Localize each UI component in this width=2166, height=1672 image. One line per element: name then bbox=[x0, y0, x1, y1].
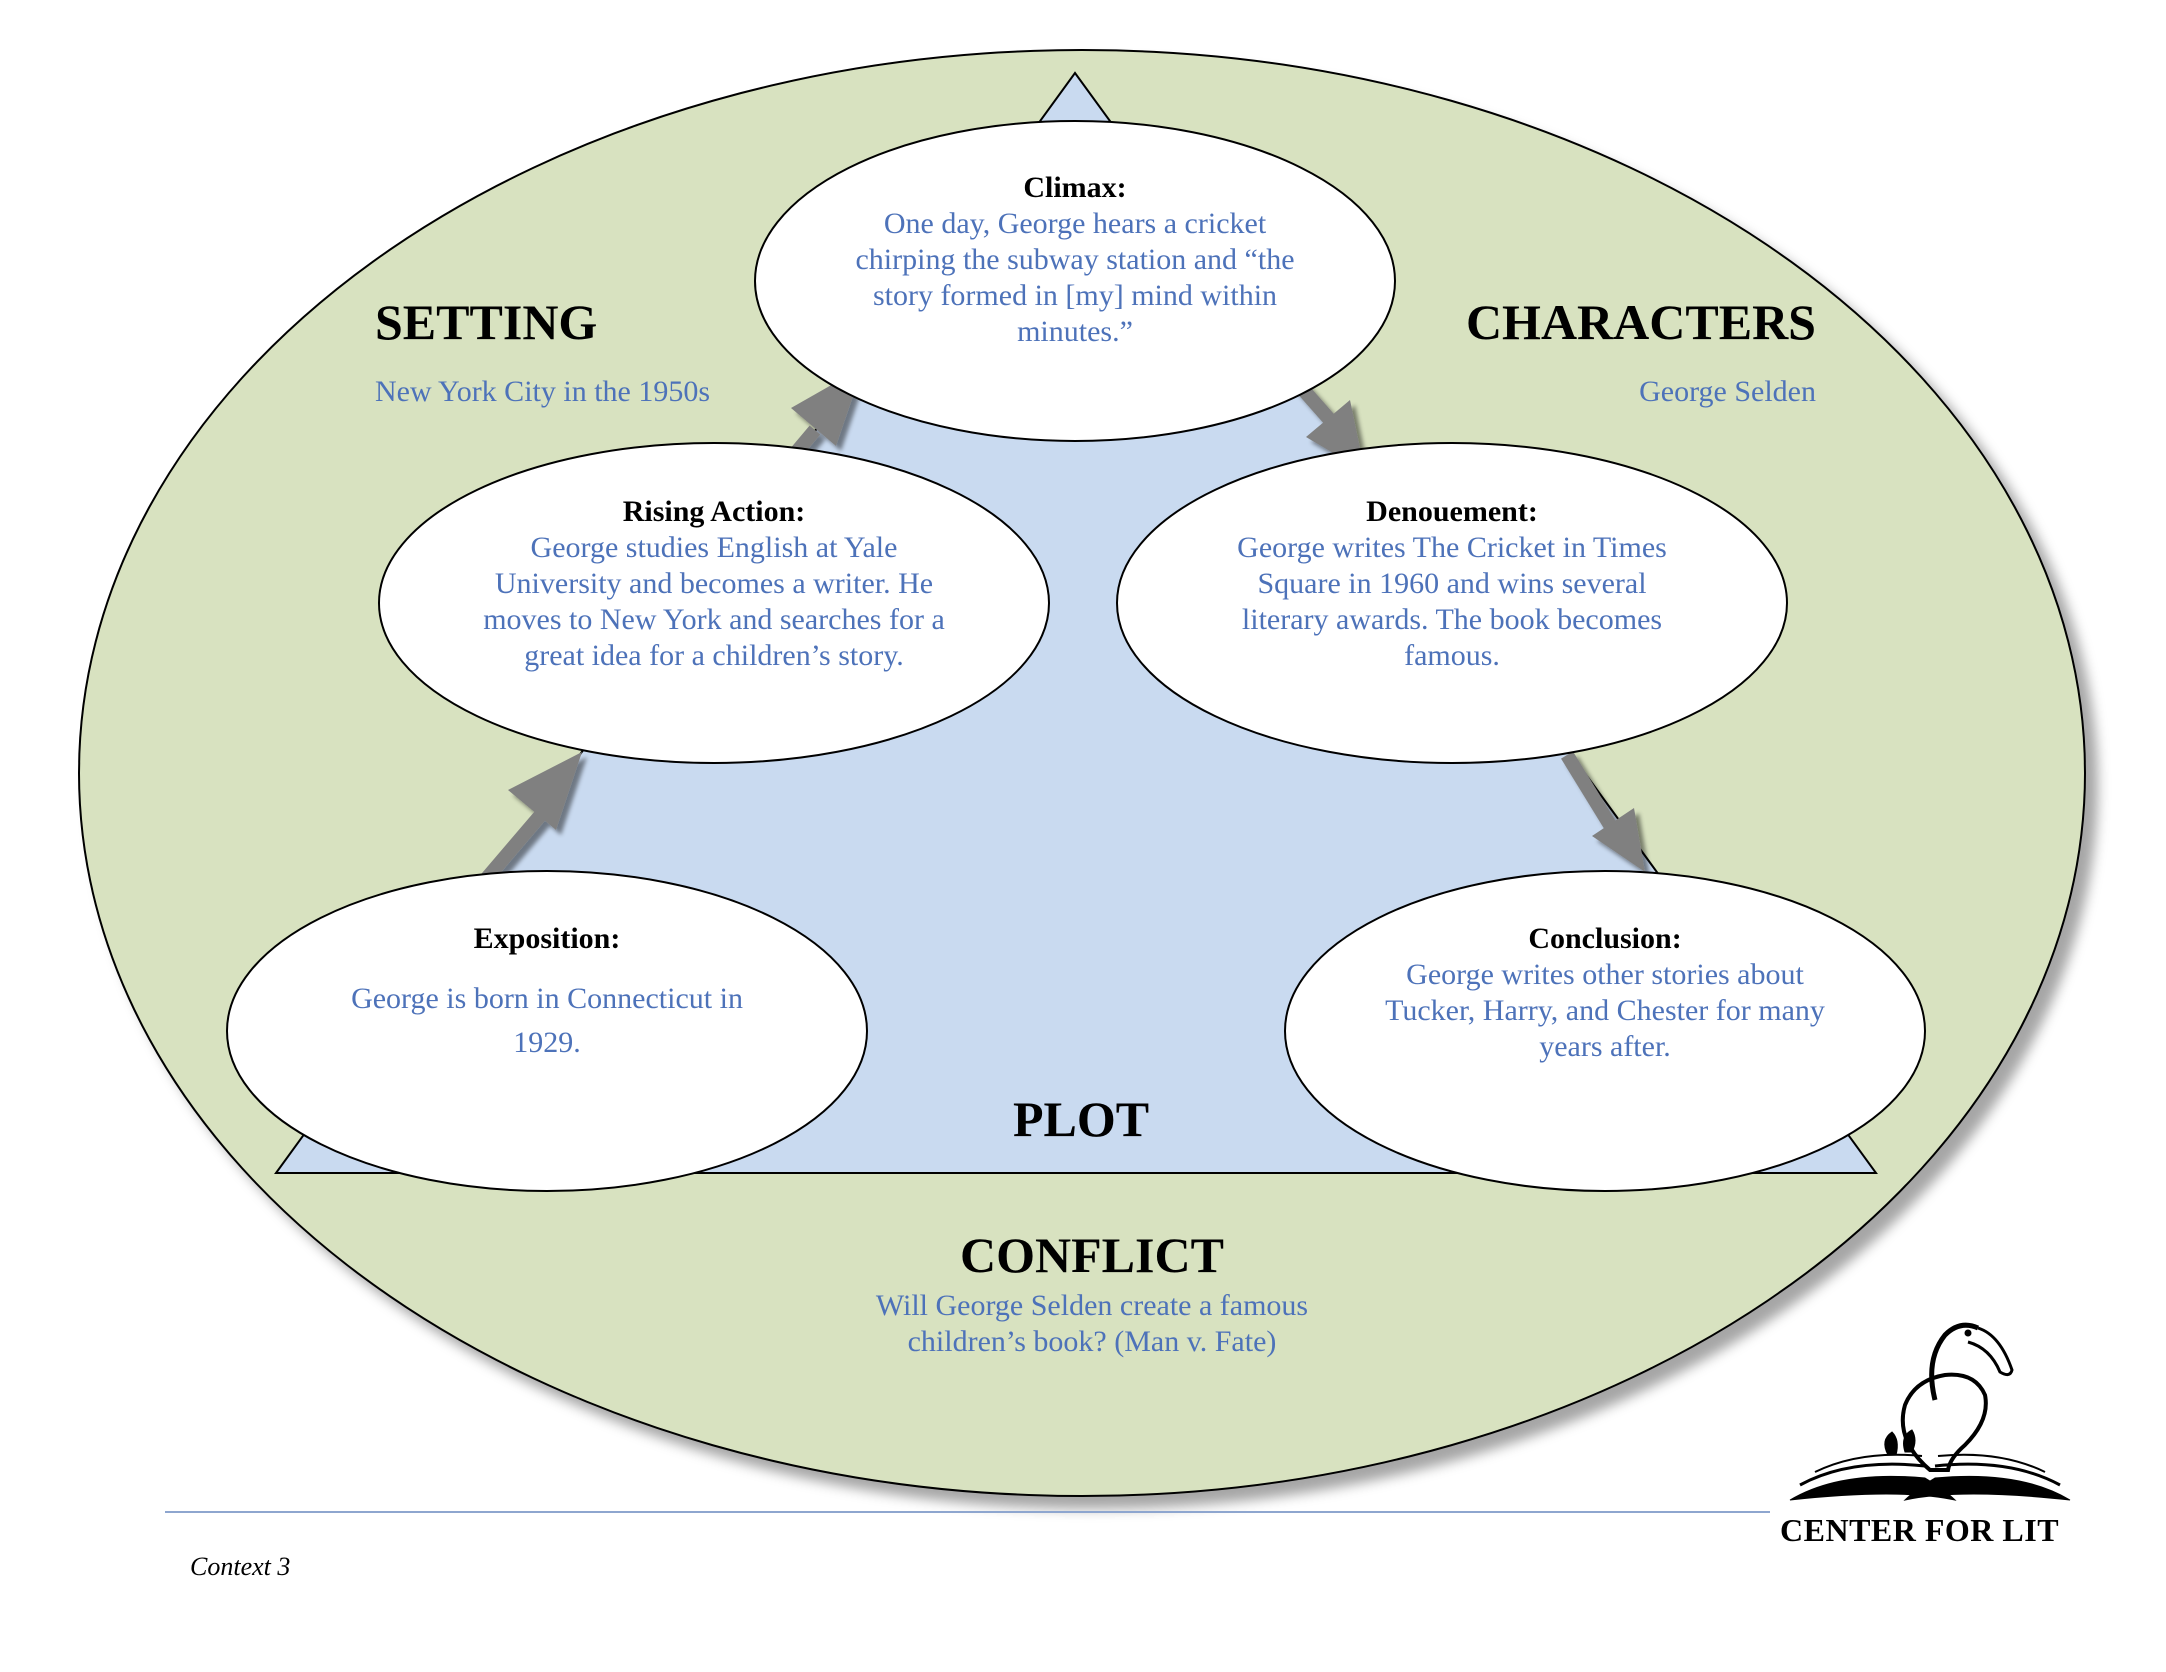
exposition-line-2: 1929. bbox=[513, 1026, 581, 1059]
characters-detail: George Selden bbox=[1639, 375, 1816, 408]
rising-action-line-4: great idea for a children’s story. bbox=[524, 639, 904, 672]
conclusion-title: Conclusion: bbox=[1528, 922, 1682, 955]
conflict-detail-line2: children’s book? (Man v. Fate) bbox=[907, 1325, 1277, 1358]
conflict-heading: CONFLICT bbox=[960, 1227, 1224, 1283]
rising-action-text: Rising Action: George studies English at… bbox=[444, 494, 984, 674]
conclusion-line-3: years after. bbox=[1539, 1030, 1671, 1063]
pelican-logo-icon bbox=[1789, 1322, 2071, 1501]
arrow-denouement-to-conclusion bbox=[1561, 751, 1645, 872]
denouement-line-2: Square in 1960 and wins several bbox=[1257, 567, 1647, 600]
climax-line-4: minutes.” bbox=[1017, 315, 1133, 348]
denouement-line-1: George writes The Cricket in Times bbox=[1237, 531, 1667, 564]
oval-rising-action bbox=[378, 442, 1050, 764]
exposition-line-1: George is born in Connecticut in bbox=[351, 982, 743, 1015]
characters-heading: CHARACTERS bbox=[1465, 294, 1816, 350]
setting-heading: SETTING bbox=[375, 294, 598, 350]
logo-text: CENTER FOR LIT bbox=[1780, 1512, 2060, 1548]
rising-action-line-3: moves to New York and searches for a bbox=[483, 603, 945, 636]
oval-denouement bbox=[1116, 442, 1788, 764]
denouement-title: Denouement: bbox=[1366, 495, 1538, 528]
conflict-detail: Will George Selden create a famous child… bbox=[792, 1288, 1392, 1360]
conclusion-line-2: Tucker, Harry, and Chester for many bbox=[1385, 994, 1825, 1027]
conclusion-line-1: George writes other stories about bbox=[1406, 958, 1804, 991]
oval-conclusion bbox=[1284, 870, 1926, 1192]
climax-line-1: One day, George hears a cricket bbox=[883, 207, 1267, 240]
rising-action-line-2: University and becomes a writer. He bbox=[494, 567, 934, 600]
setting-detail: New York City in the 1950s bbox=[375, 375, 711, 408]
denouement-line-3: literary awards. The book becomes bbox=[1241, 603, 1663, 636]
rising-action-line-1: George studies English at Yale bbox=[530, 531, 898, 564]
climax-line-2: chirping the subway station and “the bbox=[855, 243, 1295, 276]
conflict-detail-line1: Will George Selden create a famous bbox=[875, 1289, 1309, 1322]
oval-exposition bbox=[226, 870, 868, 1192]
rising-action-title: Rising Action: bbox=[622, 495, 806, 528]
exposition-title: Exposition: bbox=[473, 922, 621, 955]
conclusion-text: Conclusion: George writes other stories … bbox=[1345, 921, 1865, 1065]
oval-climax bbox=[754, 120, 1396, 442]
denouement-line-4: famous. bbox=[1404, 639, 1500, 672]
denouement-text: Denouement: George writes The Cricket in… bbox=[1182, 494, 1722, 674]
page-label: Context 3 bbox=[190, 1552, 291, 1581]
plot-heading: PLOT bbox=[1013, 1091, 1150, 1147]
climax-line-3: story formed in [my] mind within bbox=[872, 279, 1278, 312]
exposition-text: Exposition: George is born in Connecticu… bbox=[297, 921, 797, 1065]
climax-text: Climax: One day, George hears a cricket … bbox=[815, 170, 1335, 350]
climax-title: Climax: bbox=[1023, 171, 1127, 204]
